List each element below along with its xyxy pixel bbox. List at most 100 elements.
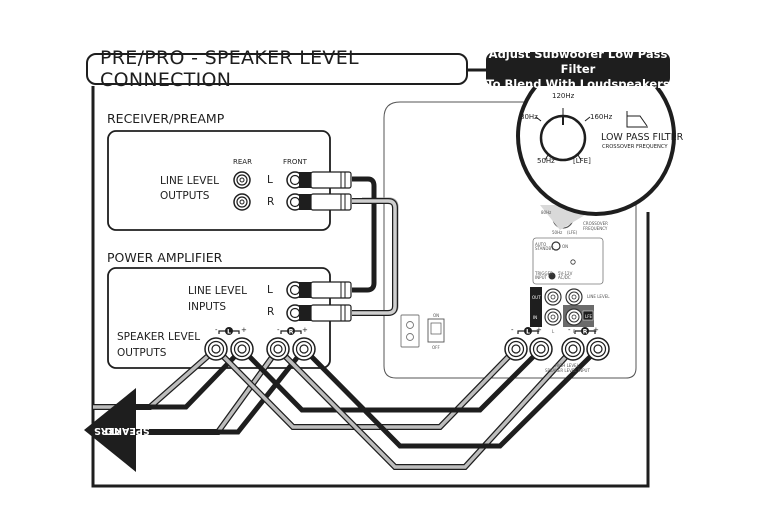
amp-r-minus-post bbox=[266, 337, 290, 361]
amp-l-plus-post bbox=[230, 337, 254, 361]
left-interconnect-cable bbox=[352, 176, 377, 293]
power-switch-rocker bbox=[430, 322, 442, 335]
wire-l-minus-sub bbox=[214, 347, 518, 429]
panel-crossover-line1: CROSSOVER bbox=[583, 221, 608, 226]
receiver-front-right-plug bbox=[286, 193, 352, 211]
line-out-right-jack-pin bbox=[571, 294, 577, 300]
callout-line-1: Adjust Subwoofer Low Pass Filter bbox=[488, 46, 668, 76]
sub-right-badge-dot bbox=[581, 327, 589, 335]
amp-l-minus-post-inner bbox=[211, 344, 221, 354]
in-label: IN bbox=[533, 315, 538, 320]
line-in-left-jack bbox=[544, 308, 562, 326]
panel-lfe: (LFE) bbox=[567, 230, 578, 235]
trigger-voltage-label: 5V-12V AC/DC bbox=[558, 271, 573, 280]
title-box: PRE/PRO - SPEAKER LEVEL CONNECTION bbox=[86, 47, 468, 91]
line-in-right-jack bbox=[565, 308, 583, 326]
sub-r-plus-post-inner bbox=[593, 344, 603, 354]
sub-r-plus-post-mid bbox=[589, 340, 607, 358]
sub-r-minus-post-inner bbox=[568, 344, 578, 354]
lfe-tag bbox=[582, 310, 594, 321]
front-label: FRONT bbox=[283, 158, 307, 166]
amp-input-right-plug-collar bbox=[299, 305, 311, 321]
receiver-front-left-plug-collar bbox=[299, 172, 311, 188]
rear-label: REAR bbox=[233, 158, 252, 166]
speaker-input-label: SPEAKER LEVEL INPUT bbox=[545, 368, 590, 373]
out-label: OUT bbox=[532, 295, 541, 300]
amplifier-heading: POWER AMPLIFIER bbox=[107, 250, 223, 265]
sub-right-plus: + bbox=[593, 326, 599, 334]
sub-r-minus-post-mid bbox=[564, 340, 582, 358]
receiver-front-left-plug bbox=[286, 171, 352, 189]
wire-l-plus-sub bbox=[240, 347, 543, 413]
power-on-label: ON bbox=[433, 313, 440, 318]
to-speakers-arrow bbox=[84, 388, 136, 472]
line-out-right-jack bbox=[565, 288, 583, 306]
sub-l-minus-post bbox=[504, 337, 528, 361]
line-level-label: LINE LEVEL bbox=[587, 294, 610, 299]
wire-r-plus-sub bbox=[302, 347, 600, 449]
high-level-label: HIGH LEVEL bbox=[555, 363, 579, 368]
status-led bbox=[570, 259, 576, 265]
auto-standby-on: ON bbox=[562, 244, 569, 249]
filter-tick-160: 160Hz bbox=[590, 113, 613, 121]
amp-r-plus-post-inner bbox=[299, 344, 309, 354]
receiver-left-label: L bbox=[267, 174, 273, 186]
panel-80hz: 80Hz bbox=[541, 210, 552, 215]
amplifier-left-label: L bbox=[267, 284, 273, 296]
line-out-left-jack-pin bbox=[550, 294, 556, 300]
filter-tick-lfe: [LFE] bbox=[573, 157, 591, 165]
to-speakers-line2: SPEAKERS bbox=[94, 425, 150, 436]
line-level-jacks bbox=[544, 288, 583, 326]
amp-r-plus-post-mid bbox=[295, 340, 313, 358]
filter-tick-50: 50Hz bbox=[537, 157, 555, 165]
page-title: PRE/PRO - SPEAKER LEVEL CONNECTION bbox=[100, 47, 359, 91]
sub-left-minus: - bbox=[511, 326, 514, 334]
line-level-in-tab bbox=[530, 307, 542, 327]
receiver-right-label: R bbox=[267, 196, 275, 208]
tick-160hz bbox=[584, 116, 591, 122]
low-pass-filter-title: LOW PASS FILTER bbox=[601, 132, 684, 143]
wire-amp-l-plus-out bbox=[136, 347, 244, 410]
receiver-outputs-line2: OUTPUTS bbox=[160, 190, 210, 202]
amp-right-plus: + bbox=[302, 326, 308, 334]
power-off-label: OFF bbox=[432, 345, 440, 350]
amp-right-channel-badge: R bbox=[280, 327, 302, 336]
sub-l-minus-post-inner bbox=[511, 344, 521, 354]
line-in-left-jack-ring bbox=[547, 311, 559, 323]
tick-50hz bbox=[544, 154, 549, 161]
right-interconnect-cable-fill bbox=[352, 199, 397, 315]
trigger-input-jack bbox=[548, 272, 556, 280]
wire-amp-r-plus-out bbox=[136, 347, 306, 435]
ac-inlet-pin-bottom bbox=[406, 333, 414, 341]
sub-l-plus-post bbox=[529, 337, 553, 361]
tick-80hz bbox=[535, 116, 542, 122]
sub-right-minus: - bbox=[568, 326, 571, 334]
amp-l-minus-post-mid bbox=[207, 340, 225, 358]
amp-left-badge-letter: L bbox=[227, 329, 231, 336]
line-in-left-jack-pin bbox=[550, 314, 556, 320]
callout-line-2: To Blend With Loudspeakers bbox=[486, 76, 670, 91]
sub-l-plus-post-mid bbox=[532, 340, 550, 358]
receiver-outputs-line1: LINE LEVEL bbox=[160, 175, 219, 187]
panel-crossover-line2: FREQUENCY bbox=[583, 226, 608, 231]
rca-plugs bbox=[286, 171, 352, 322]
line-out-left-jack bbox=[544, 288, 562, 306]
amp-input-right-plug bbox=[286, 304, 352, 322]
amp-left-plus: + bbox=[241, 326, 247, 334]
receiver-front-right-plug-collar bbox=[299, 194, 311, 210]
speaker-outputs-line1: SPEAKER LEVEL bbox=[117, 331, 201, 343]
sub-r-minus-post bbox=[561, 337, 585, 361]
amp-right-minus: - bbox=[277, 326, 280, 334]
amp-l-plus-post-mid bbox=[233, 340, 251, 358]
auto-standby-switch bbox=[551, 241, 561, 251]
amp-input-left-plug bbox=[286, 281, 352, 299]
line-out-right-jack-ring bbox=[568, 291, 580, 303]
tick-lfe bbox=[577, 154, 582, 161]
sub-left-channel-badge: L bbox=[517, 327, 539, 336]
filter-tick-120: 120Hz bbox=[552, 92, 575, 100]
sub-l-plus-post-inner bbox=[536, 344, 546, 354]
amplifier-inputs-line2: INPUTS bbox=[188, 301, 227, 313]
sub-right-channel-badge: R bbox=[574, 327, 596, 336]
amp-left-minus: - bbox=[215, 326, 218, 334]
